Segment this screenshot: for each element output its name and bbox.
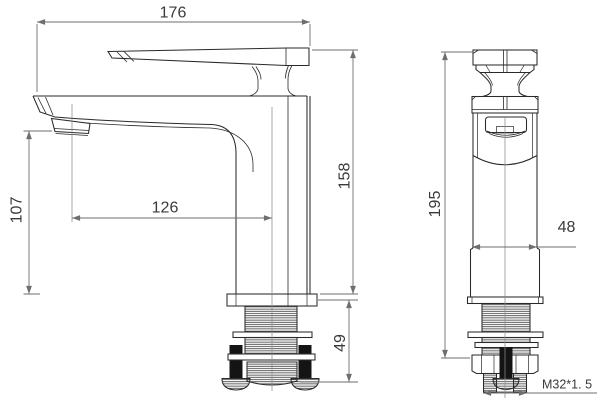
aerator-front [484,116,528,134]
threaded-shank-front [481,302,531,333]
washer-plate-front [467,331,544,339]
front-view [466,49,544,393]
mounting-bolt-left [229,345,243,379]
mounting-bolt-right [298,345,312,379]
handle-front [472,49,538,74]
dim-label-overall-height: 195 [427,191,444,218]
spout-body-side [32,95,311,294]
center-lines [71,104,506,398]
clamp-bracket-side [227,353,316,361]
clamp-bracket-front [474,341,539,349]
threaded-shank-side [244,305,298,333]
spout-tip-chamfer-lines [37,96,54,116]
body-collar [471,95,539,114]
dim-label-spout-outlet-height: 107 [9,197,26,224]
spout-underside-outline [32,95,237,294]
washer-plate-side [232,331,313,339]
dim-label-body-width: 48 [558,219,576,236]
lever-tip-chamfer-lines [116,51,135,63]
dim-label-height-handle-top: 158 [337,163,354,190]
dim-label-spout-reach: 126 [152,200,179,217]
spout-underside-accent [62,121,254,172]
screw-dome-head [492,377,520,391]
mounting-hardware-front [466,296,544,393]
dimension-labels: 176 126 48 158 107 49 195 M32*1. 5 [9,5,593,392]
handle-neck-side [248,65,297,97]
thread-spec-label: M32*1. 5 [542,378,592,392]
bolt-head-left [221,377,251,391]
dim-label-under-deck-length: 49 [332,334,349,352]
handle-base-flange [475,64,535,74]
side-view [32,47,320,391]
dimension-lines [23,19,597,396]
body-side-edges [472,113,538,248]
dim-label-overall-length: 176 [160,5,187,22]
bolt-head-right [290,377,320,391]
handle-neck-front [479,72,531,98]
mounting-hardware-side [221,293,320,391]
body-right-edge [306,96,311,294]
handle-lever-side [107,47,310,67]
aerator-side [50,117,91,136]
lift-rod-screw [499,347,513,379]
